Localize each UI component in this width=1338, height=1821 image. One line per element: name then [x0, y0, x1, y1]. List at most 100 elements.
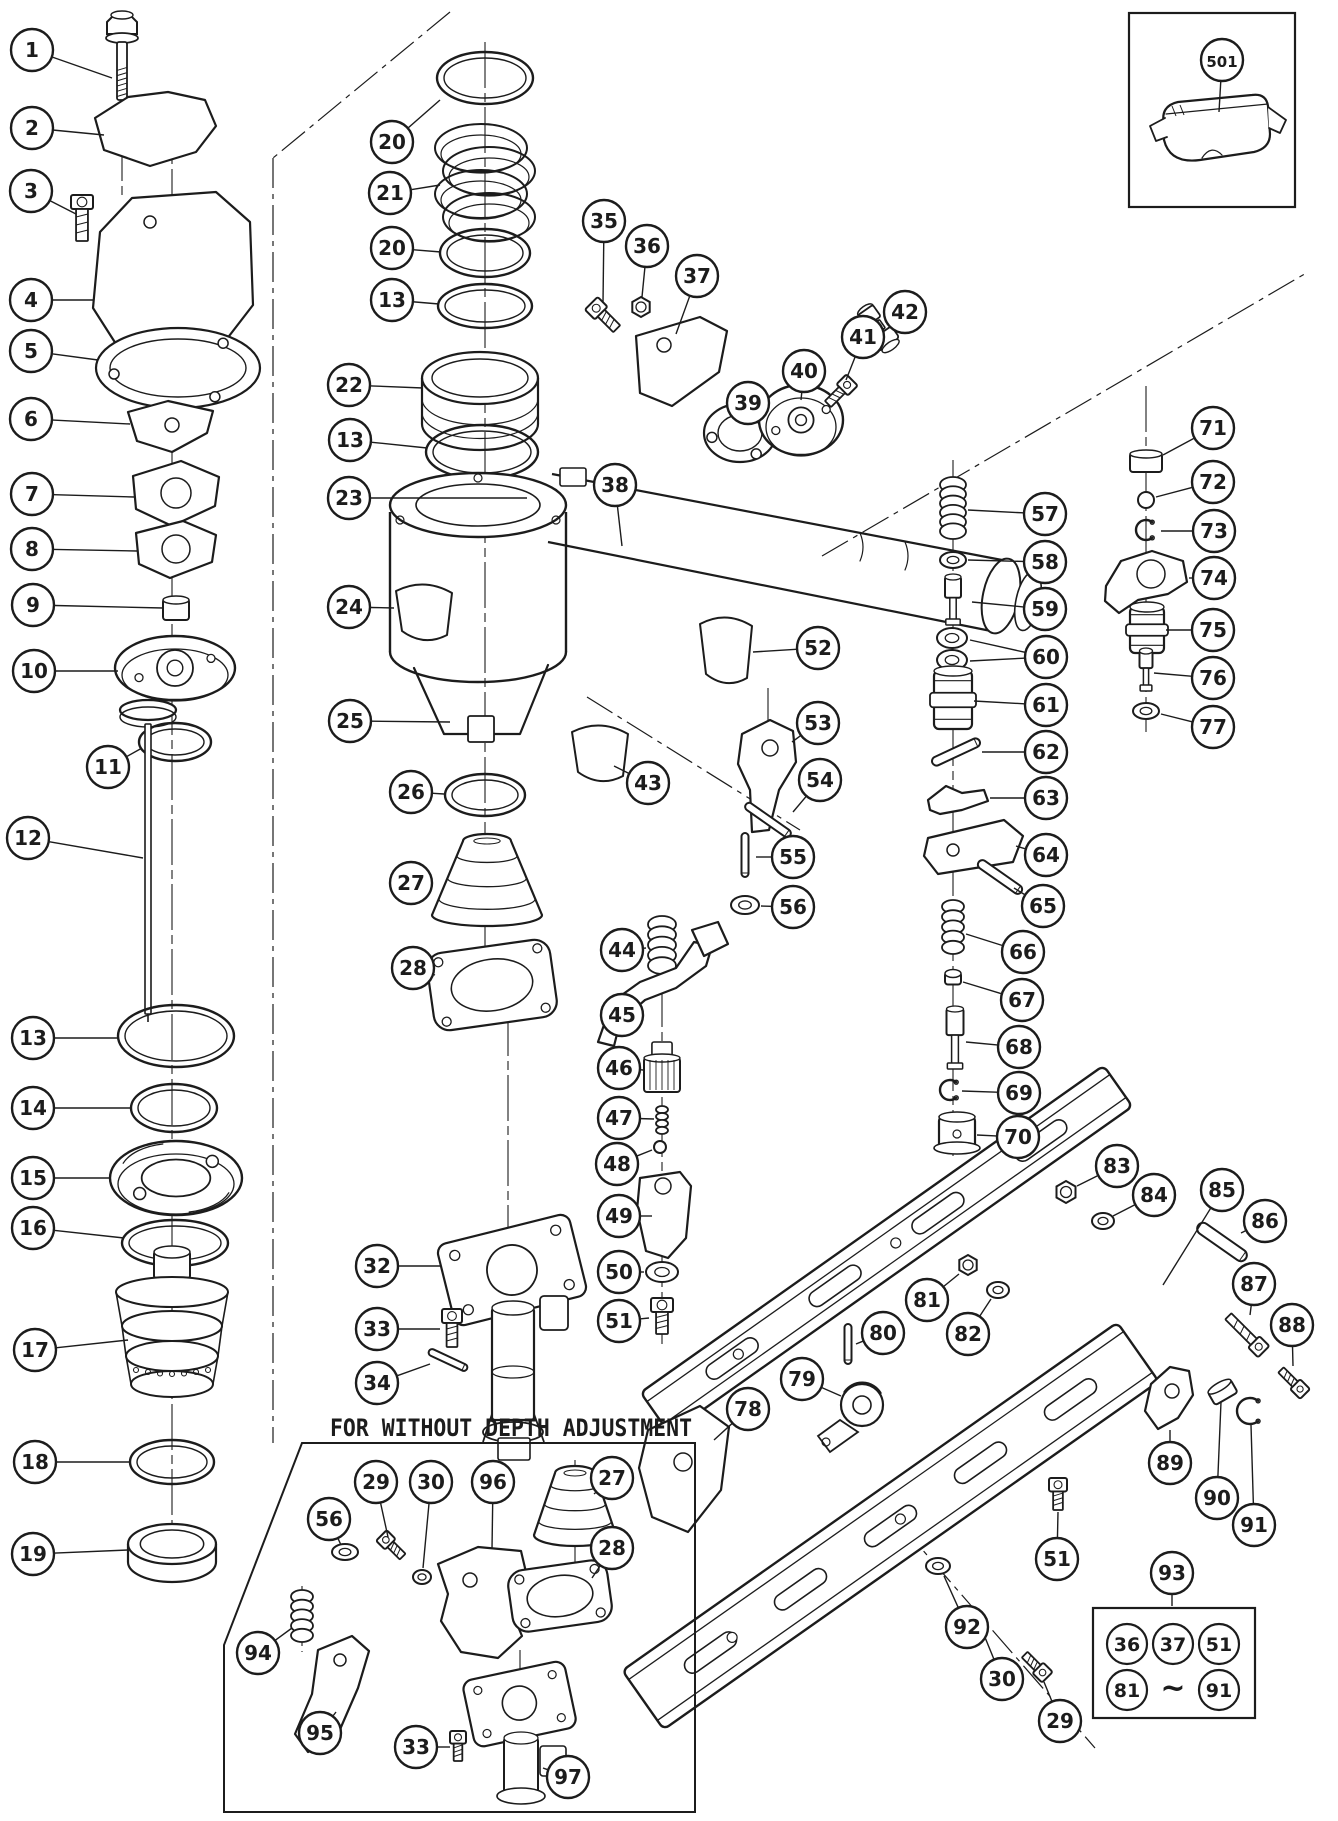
- cam-lever-74: [1103, 549, 1189, 615]
- balloon-72: 72: [1190, 459, 1236, 505]
- svg-text:51: 51: [605, 1309, 633, 1333]
- plate-6: [126, 399, 215, 454]
- svg-text:9: 9: [26, 593, 40, 617]
- bolt-87: [1224, 1312, 1270, 1358]
- ring-13c: [424, 423, 540, 481]
- label-24: [395, 583, 453, 642]
- svg-text:71: 71: [1199, 416, 1227, 440]
- balloon-52: 52: [795, 625, 841, 671]
- balloon-12: 12: [5, 815, 51, 861]
- balloon-20: 20: [369, 119, 415, 165]
- svg-text:54: 54: [806, 768, 834, 792]
- balloon-77: 77: [1190, 704, 1236, 750]
- svg-text:95: 95: [306, 1721, 334, 1745]
- balloon-23: 23: [326, 475, 372, 521]
- screw-51b: [1048, 1477, 1068, 1511]
- oring-56b: [331, 1543, 359, 1561]
- glasses-box-group: [1127, 11, 1297, 209]
- ref-balloon-91: 91: [1197, 1668, 1241, 1712]
- balloon-5: 5: [8, 328, 54, 374]
- balloon-58: 58: [1022, 539, 1068, 585]
- svg-text:8: 8: [25, 537, 39, 561]
- svg-text:93: 93: [1158, 1561, 1186, 1585]
- glasses-box-border: [1127, 11, 1297, 209]
- cap-71: [1129, 449, 1163, 473]
- balloon-501: 501: [1199, 37, 1245, 83]
- svg-text:29: 29: [362, 1470, 390, 1494]
- svg-text:81: 81: [913, 1288, 941, 1312]
- balloon-66: 66: [1000, 929, 1046, 975]
- svg-text:44: 44: [608, 938, 636, 962]
- balloon-96: 96: [470, 1459, 516, 1505]
- svg-text:501: 501: [1206, 53, 1237, 71]
- balloon-80: 80: [860, 1310, 906, 1356]
- balloon-88: 88: [1269, 1302, 1315, 1348]
- svg-text:59: 59: [1031, 597, 1059, 621]
- valve-7: [131, 459, 221, 528]
- svg-text:72: 72: [1199, 470, 1227, 494]
- ref-balloon-81: 81: [1105, 1668, 1149, 1712]
- svg-text:76: 76: [1199, 666, 1227, 690]
- svg-text:83: 83: [1103, 1154, 1131, 1178]
- svg-text:40: 40: [790, 359, 818, 383]
- svg-text:20: 20: [378, 236, 406, 260]
- top-cover-4: [91, 190, 255, 346]
- gasket-28b: [507, 1559, 613, 1633]
- balloon-4: 4: [8, 277, 54, 323]
- svg-text:10: 10: [20, 659, 48, 683]
- svg-text:13: 13: [336, 428, 364, 452]
- balloon-15: 15: [10, 1155, 56, 1201]
- screw-35: [584, 296, 621, 333]
- balloon-14: 14: [10, 1085, 56, 1131]
- svg-text:32: 32: [363, 1254, 391, 1278]
- svg-text:77: 77: [1199, 715, 1227, 739]
- spring-66: [941, 899, 965, 955]
- svg-text:17: 17: [21, 1338, 49, 1362]
- svg-text:48: 48: [603, 1152, 631, 1176]
- balloon-93: 93: [1149, 1550, 1195, 1596]
- balloon-35: 35: [581, 198, 627, 244]
- svg-text:52: 52: [804, 636, 832, 660]
- svg-text:1: 1: [25, 38, 39, 62]
- balloon-59: 59: [1022, 586, 1068, 632]
- valve-bush-61: [929, 665, 977, 731]
- bumper-27: [430, 832, 544, 928]
- svg-text:49: 49: [605, 1204, 633, 1228]
- balloon-13: 13: [327, 417, 373, 463]
- clip-73: [1134, 518, 1155, 542]
- balloon-61: 61: [1023, 682, 1069, 728]
- svg-text:60: 60: [1032, 645, 1060, 669]
- svg-text:78: 78: [734, 1397, 762, 1421]
- svg-text:68: 68: [1005, 1035, 1033, 1059]
- svg-text:23: 23: [335, 486, 363, 510]
- ball-48: [653, 1140, 667, 1154]
- washer-50: [645, 1261, 679, 1283]
- svg-text:58: 58: [1031, 550, 1059, 574]
- ref-balloon-51: 51: [1197, 1622, 1241, 1666]
- balloon-33: 33: [354, 1306, 400, 1352]
- screw-33: [441, 1308, 463, 1348]
- balloon-30: 30: [408, 1459, 454, 1505]
- svg-text:18: 18: [21, 1450, 49, 1474]
- svg-text:89: 89: [1156, 1451, 1184, 1475]
- balloon-10: 10: [11, 648, 57, 694]
- svg-text:67: 67: [1008, 988, 1036, 1012]
- svg-text:25: 25: [336, 709, 364, 733]
- ring-20a: [435, 50, 535, 106]
- svg-text:91: 91: [1240, 1513, 1268, 1537]
- ring-plate-15: [108, 1139, 244, 1217]
- balloon-27: 27: [388, 860, 434, 906]
- ref-balloon-36: 36: [1105, 1622, 1149, 1666]
- svg-text:87: 87: [1240, 1272, 1268, 1296]
- valve-stem-59: [944, 573, 962, 626]
- balloon-92: 92: [944, 1604, 990, 1650]
- screw-41: [824, 374, 858, 408]
- inset-box-border: [223, 1442, 696, 1813]
- balloon-56: 56: [770, 884, 816, 930]
- balloon-95: 95: [297, 1710, 343, 1756]
- balloon-22: 22: [326, 362, 372, 408]
- balloon-51: 51: [1034, 1536, 1080, 1582]
- svg-text:2: 2: [25, 116, 39, 140]
- pin-34: [427, 1348, 469, 1372]
- svg-text:24: 24: [335, 595, 363, 619]
